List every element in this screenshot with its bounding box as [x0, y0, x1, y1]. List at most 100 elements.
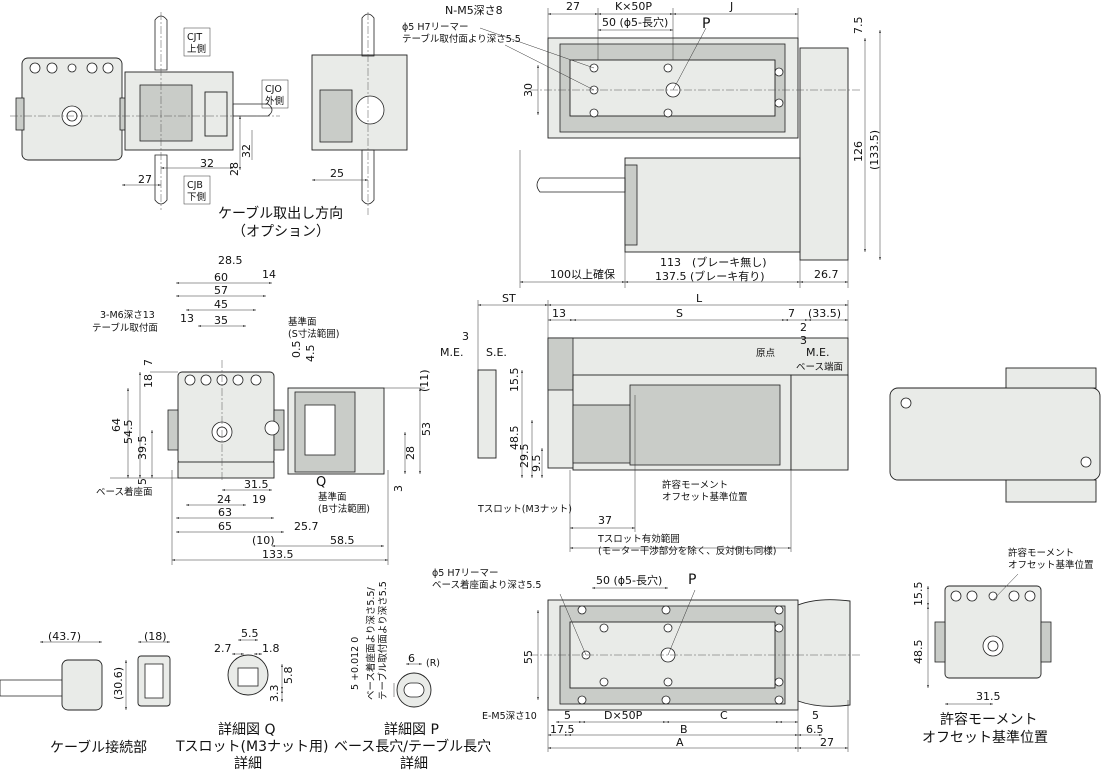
cjt-line2: 上側	[187, 43, 206, 55]
motor	[624, 157, 801, 253]
moment-caption-line2: オフセット基準位置	[922, 729, 1048, 746]
dim-17-5: 17.5	[550, 723, 575, 736]
dim-j: J	[729, 0, 733, 13]
dim-63: 63	[218, 506, 232, 519]
dim-b: B	[680, 723, 688, 736]
moment-right-line2: オフセット基準位置	[1008, 559, 1094, 571]
dim-39-5: 39.5	[136, 436, 149, 461]
dim-3-end: 3	[392, 485, 405, 492]
ref-s-line1: 基準面	[288, 316, 317, 328]
dim-55: 55	[522, 650, 535, 664]
dim-30: 30	[522, 83, 535, 97]
m6-line2: テーブル取付面	[92, 322, 158, 334]
label-r: (R)	[426, 658, 440, 669]
tslot-range-line2: (モーター干渉部分を除く、反対側も同様)	[598, 545, 776, 557]
view-end	[110, 282, 425, 565]
dim-brake: 113 (ブレーキ無し)137.5 (ブレーキ有り)	[655, 255, 767, 283]
dim-10: (10)	[252, 534, 275, 547]
view-cable-connection	[0, 641, 171, 711]
dim-27-top: 27	[566, 0, 580, 13]
dim-5b: 5	[812, 709, 819, 722]
label-origin: 原点	[756, 348, 776, 359]
ream-bottom-line1: ϕ5 H7リーマー	[432, 568, 499, 579]
dim-0-5: 0.5	[290, 341, 303, 359]
dim-29-5: 29.5	[518, 444, 531, 469]
view-bottom	[530, 587, 860, 752]
moment-line2: オフセット基準位置	[662, 491, 748, 503]
dim-33-5: (33.5)	[808, 307, 841, 320]
dim-dx50p: D×50P	[604, 709, 643, 722]
dim-19: 19	[252, 493, 266, 506]
dim-9-5: 9.5	[530, 455, 543, 473]
detail-p-line3: 詳細	[400, 756, 428, 772]
dim-43-7: (43.7)	[48, 630, 81, 643]
ref-b-line2: (B寸法範囲)	[318, 503, 370, 515]
detail-q-line1: 詳細図 Q	[218, 722, 275, 738]
note-tslot-range: Tスロット有効範囲(モーター干渉部分を除く、反対側も同様)	[597, 533, 776, 557]
view-detail-p	[393, 663, 432, 708]
moment-right-line1: 許容モーメント	[1008, 547, 1074, 559]
dim-133-5-end: 133.5	[262, 548, 294, 561]
bottom-holes	[577, 605, 784, 705]
dim-37: 37	[598, 514, 612, 527]
dim-27-bottom: 27	[820, 736, 834, 749]
detail-q-line2: Tスロット(M3ナット用)	[175, 739, 328, 755]
dim-15-5-right: 15.5	[912, 582, 925, 607]
dim-18: 18	[142, 374, 155, 388]
dim-tolerance-p: 5 +0.012 0	[350, 637, 361, 690]
view-top	[479, 8, 881, 288]
dim-24: 24	[217, 493, 231, 506]
dim-45: 45	[214, 298, 228, 311]
dim-31-5-right: 31.5	[976, 690, 1001, 703]
note-ref-s: 基準面(S寸法範囲)	[288, 316, 339, 340]
cjt-line1: CJT	[187, 32, 202, 43]
dim-14: 14	[262, 268, 276, 281]
dim-2: 2	[800, 321, 807, 334]
dim-clearance: 100以上確保	[550, 267, 615, 281]
caption-line1: ケーブル取出し方向	[218, 205, 343, 222]
ream-line1: ϕ5 H7リーマー	[402, 22, 469, 33]
dim-26-7: 26.7	[814, 268, 839, 281]
dim-kx50p: K×50P	[615, 0, 652, 13]
dim-48-5-side: 48.5	[508, 426, 521, 451]
view-moment-offset	[927, 573, 1052, 705]
dim-25: 25	[330, 167, 344, 180]
label-q: Q	[316, 475, 326, 490]
dim-l: L	[696, 292, 703, 305]
detail-q-line3: 詳細	[234, 756, 262, 772]
dim-64: 64	[110, 418, 123, 432]
depth-p-line1: ベース着座面より深さ5.5/	[365, 587, 377, 700]
note-ream-bottom: ϕ5 H7リーマーベース着座面より深さ5.5	[432, 568, 541, 591]
dim-13-end: 13	[180, 312, 194, 325]
label-p-bottom: P	[688, 572, 696, 588]
dim-53: 53	[420, 422, 433, 436]
ream-bottom-line2: ベース着座面より深さ5.5	[432, 579, 541, 591]
dim-18-cable: (18)	[144, 630, 167, 643]
caption-cable-connection: ケーブル接続部	[50, 739, 147, 756]
dim-3-3: 3.3	[268, 685, 281, 703]
dim-6: 6	[408, 652, 415, 665]
view-side	[477, 300, 849, 552]
moment-line1: 許容モーメント	[662, 479, 728, 491]
dim-60: 60	[214, 271, 228, 284]
dim-28-end: 28	[404, 446, 417, 460]
dim-58-5: 58.5	[330, 534, 355, 547]
cjo-line1: CJO	[265, 84, 282, 95]
label-base-end: ベース端面	[796, 361, 843, 373]
note-moment-side: 許容モーメントオフセット基準位置	[662, 479, 748, 503]
dim-5-end: 5	[136, 478, 149, 485]
dim-15-5-side: 15.5	[508, 368, 521, 393]
dim-5-8: 5.8	[282, 667, 295, 685]
cjb-line2: 下側	[187, 191, 206, 203]
dim-a: A	[676, 736, 684, 749]
motor-cover	[799, 47, 849, 261]
dim-5-5-q: 5.5	[241, 627, 259, 640]
dim-11: (11)	[418, 369, 431, 392]
dim-st: ST	[502, 292, 516, 305]
end-body	[177, 371, 275, 465]
